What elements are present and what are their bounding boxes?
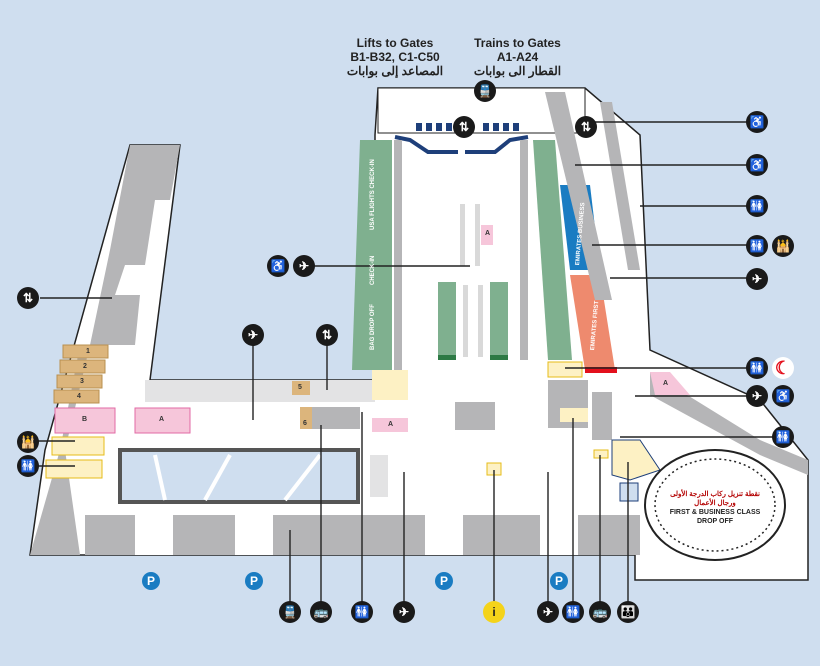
restroom-left: [45, 459, 103, 479]
restroom-icon[interactable]: 🚻: [772, 426, 794, 448]
train-icon[interactable]: 🚆: [474, 80, 496, 102]
restroom-icon[interactable]: 🚻: [746, 357, 768, 379]
family-restroom-icon[interactable]: 👪: [617, 601, 639, 623]
counter-4: 4: [77, 393, 81, 400]
stroller-icon[interactable]: ♿: [772, 385, 794, 407]
flight-connections-icon[interactable]: ✈: [537, 601, 559, 623]
prayer-room-left: [51, 436, 105, 456]
lifts-header-arabic: المصاعد إلى بوابات: [346, 64, 444, 78]
medical-crescent-icon[interactable]: ☾: [772, 357, 794, 379]
zone-a-label-center: A: [485, 230, 491, 237]
lift-icon[interactable]: ⇅: [453, 116, 475, 138]
restroom-icon[interactable]: 🚻: [746, 195, 768, 217]
dropoff-circle: [644, 449, 786, 561]
bus-icon[interactable]: 🚌: [589, 601, 611, 623]
checkin-island-center-right[interactable]: [490, 282, 508, 360]
lifts-header-line2: B1-B32, C1-C50: [350, 50, 440, 64]
trains-to-gates-header: Trains to Gates A1-A24 القطار الى بوابات: [465, 36, 570, 78]
zone-a-label-right: A: [663, 380, 669, 387]
flight-connections-icon[interactable]: ✈: [242, 324, 264, 346]
pink-zone-a-mid: [372, 418, 408, 432]
trains-header-line1: Trains to Gates: [474, 36, 561, 50]
parking-icon[interactable]: P: [550, 572, 568, 590]
dropoff-english-line1: FIRST & BUSINESS CLASS: [669, 509, 761, 516]
flight-connections-icon[interactable]: ✈: [393, 601, 415, 623]
tan-counters: [53, 344, 109, 404]
information-icon[interactable]: i: [483, 601, 505, 623]
lift-icon[interactable]: ⇅: [316, 324, 338, 346]
dropoff-arabic: نقطة تنزيل ركاب الدرجة الأولى ورجال الأع…: [670, 491, 760, 507]
flight-connections-icon[interactable]: ✈: [293, 255, 315, 277]
counter-5: 5: [298, 384, 302, 391]
prayer-room-icon[interactable]: 🕌: [17, 431, 39, 453]
counter-2: 2: [83, 363, 87, 370]
first-business-dropoff: نقطة تنزيل ركاب الدرجة الأولى ورجال الأع…: [665, 490, 765, 526]
usa-checkin-label: USA FLIGHTS CHECK-IN: [370, 159, 376, 230]
pink-zone-a-left: [134, 407, 191, 434]
stroller-icon[interactable]: ♿: [746, 111, 768, 133]
restroom-icon[interactable]: 🚻: [746, 235, 768, 257]
flight-connections-icon[interactable]: ✈: [746, 268, 768, 290]
trains-header-line2: A1-A24: [496, 50, 539, 64]
train-icon[interactable]: 🚆: [279, 601, 301, 623]
zone-a-label-mid: A: [388, 421, 394, 428]
pink-zone-a-right: [650, 372, 690, 395]
counter-3: 3: [80, 378, 84, 385]
lift-doors: [416, 123, 519, 131]
checkin-label-left: CHECK-IN: [370, 255, 376, 285]
parking-icon[interactable]: P: [245, 572, 263, 590]
lift-icon[interactable]: ⇅: [575, 116, 597, 138]
restroom-icon[interactable]: 🚻: [351, 601, 373, 623]
stroller-icon[interactable]: ♿: [746, 154, 768, 176]
restroom-icon[interactable]: 🚻: [562, 601, 584, 623]
parking-icon[interactable]: P: [142, 572, 160, 590]
leader-lines: [30, 121, 783, 612]
lift-icon[interactable]: ⇅: [17, 287, 39, 309]
trains-header-arabic: القطار الى بوابات: [473, 64, 562, 78]
left-wing-wall: [30, 145, 180, 555]
dropoff-english-line2: DROP OFF: [696, 518, 734, 525]
checkin-island-center-left[interactable]: [438, 282, 456, 360]
bus-icon[interactable]: 🚌: [310, 601, 332, 623]
lifts-to-gates-header: Lifts to Gates B1-B32, C1-C50 المصاعد إل…: [340, 36, 450, 78]
checkin-island-usa[interactable]: [352, 140, 392, 370]
bag-drop-label: BAG DROP OFF: [370, 304, 376, 350]
counter-1: 1: [86, 348, 90, 355]
stroller-icon[interactable]: ♿: [267, 255, 289, 277]
restroom-icon[interactable]: 🚻: [17, 455, 39, 477]
corridor-strip: [145, 380, 375, 402]
lifts-header-line1: Lifts to Gates: [356, 36, 434, 50]
zone-b-label: B: [82, 416, 88, 423]
prayer-room-icon[interactable]: 🕌: [772, 235, 794, 257]
checkin-island-right[interactable]: [533, 140, 572, 360]
pink-zone-a-center: [481, 225, 493, 245]
flight-connections-icon[interactable]: ✈: [746, 385, 768, 407]
parking-icon[interactable]: P: [435, 572, 453, 590]
zone-a-label-left: A: [159, 416, 165, 423]
restroom-right: [611, 439, 661, 481]
counter-6: 6: [303, 420, 307, 427]
pink-zone-b: [54, 407, 116, 434]
